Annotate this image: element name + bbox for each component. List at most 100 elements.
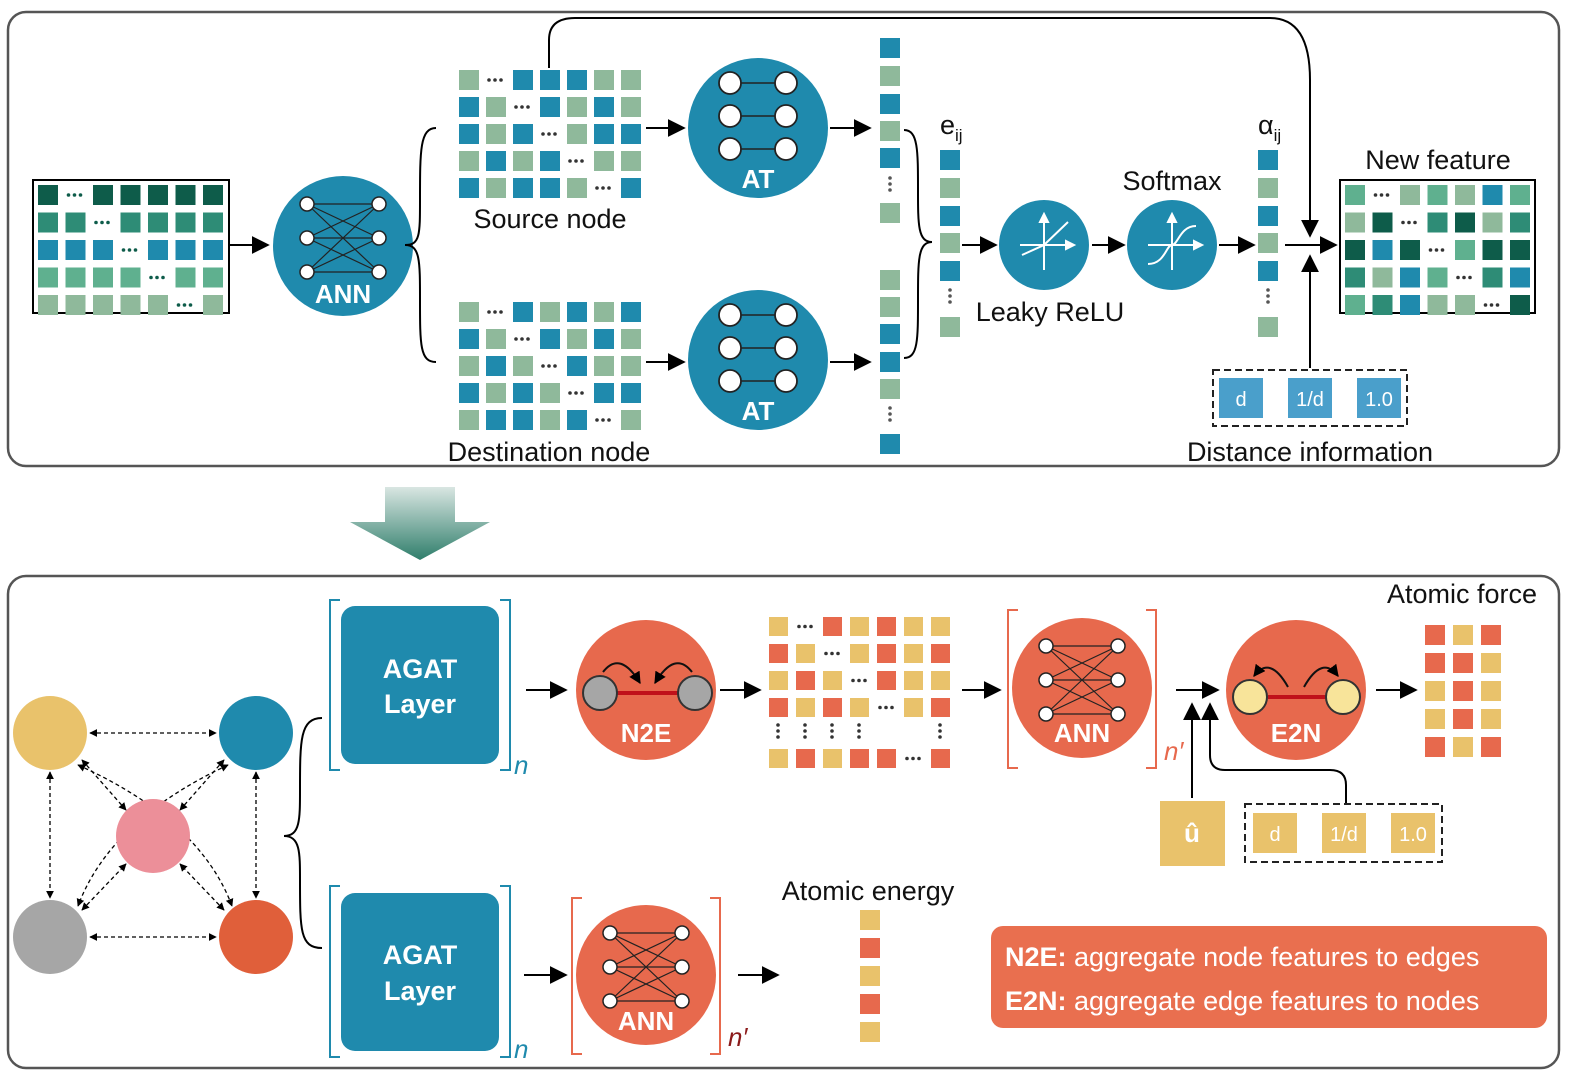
agat-layer-top: AGAT Layer n — [329, 599, 528, 780]
agat-bottom-n: n — [514, 1034, 528, 1064]
graph-node-pink — [116, 799, 190, 873]
net-link — [1045, 645, 1119, 681]
matrix-cell — [823, 749, 842, 768]
matrix-cell — [540, 302, 560, 322]
net-node — [371, 196, 387, 212]
ellipsis-dot — [938, 729, 942, 733]
atomic-energy-vector — [860, 910, 880, 1042]
matrix-cell — [621, 302, 641, 322]
ellipsis-dot — [127, 248, 132, 252]
atomic-force-matrix — [1425, 625, 1501, 757]
softmax-circle — [1127, 200, 1217, 290]
matrix-cell — [567, 178, 587, 198]
bottom-split-brace — [283, 717, 323, 949]
matrix-cell — [621, 178, 641, 198]
new-feature-matrix — [1339, 179, 1536, 315]
vector-cell — [860, 1022, 880, 1042]
distance-cell — [1357, 378, 1401, 418]
matrix-cell — [904, 698, 923, 717]
at-output-vector-bottom — [880, 270, 900, 454]
legend-text-e2n: aggregate edge features to nodes — [1067, 986, 1480, 1016]
matrix-cell — [459, 329, 479, 349]
network-icon — [299, 196, 387, 280]
top-panel — [6, 10, 1561, 468]
vector-cell — [880, 297, 900, 317]
ellipsis-dot — [1413, 220, 1417, 225]
matrix-cell — [65, 267, 86, 288]
ellipsis-dot — [121, 248, 126, 252]
matrix-cell — [1510, 240, 1530, 260]
matrix-cell — [1372, 267, 1393, 288]
at-node — [718, 336, 742, 360]
distance-cell — [1391, 813, 1435, 853]
net-node — [602, 959, 618, 975]
matrix-cell — [65, 212, 86, 233]
ellipsis-dot — [851, 678, 855, 683]
matrix-cell — [486, 329, 506, 349]
top-ann-label: ANN — [315, 279, 371, 309]
vector-cell — [880, 148, 900, 168]
net-node — [602, 993, 618, 1009]
vector-cell — [880, 352, 900, 372]
matrix-cell — [1482, 212, 1503, 233]
matrix-cell — [796, 749, 815, 768]
matrix-cell — [567, 329, 587, 349]
ellipsis-dot — [499, 78, 503, 82]
vector-cell — [1258, 261, 1278, 281]
ellipsis-dot — [948, 300, 952, 304]
ellipsis-dot — [857, 735, 861, 739]
matrix-cell — [38, 212, 58, 233]
distance-cell-label: 1.0 — [1365, 389, 1393, 411]
graph-node-yellow — [13, 696, 87, 770]
matrix-cell — [1482, 267, 1503, 288]
ellipsis-dot — [526, 337, 530, 341]
ellipsis-dot — [182, 303, 187, 307]
matrix-cell — [594, 70, 614, 90]
matrix-cell — [621, 70, 641, 90]
matrix-cell — [93, 185, 113, 205]
matrix-cell — [486, 410, 506, 430]
ellipsis-dot — [830, 735, 834, 739]
ellipsis-dot — [1483, 303, 1488, 307]
matrix-cell — [65, 240, 86, 260]
agat-bottom-line2: Layer — [384, 976, 457, 1006]
matrix-cell — [1481, 625, 1501, 645]
matrix-cell — [486, 356, 506, 376]
ellipsis-dot — [776, 723, 780, 727]
distance-cell — [1322, 813, 1366, 853]
sigmoid-icon — [1147, 211, 1205, 270]
at-node — [774, 336, 798, 360]
ellipsis-dot — [487, 78, 491, 82]
vector-cell — [1258, 150, 1278, 170]
vector-cell — [940, 261, 960, 281]
matrix-cell — [796, 671, 815, 690]
eij-main: e — [940, 110, 955, 140]
vector-cell — [1258, 317, 1278, 337]
graph-node-orange — [219, 900, 293, 974]
matrix-cell — [459, 178, 479, 198]
matrix-cell — [459, 410, 479, 430]
ellipsis-dot — [1379, 193, 1384, 197]
eij-vector — [940, 150, 960, 337]
matrix-cell — [1455, 295, 1475, 315]
ellipsis-dot — [601, 418, 605, 422]
ellipsis-dot — [580, 159, 584, 163]
matrix-cell — [540, 383, 560, 403]
matrix-cell — [1425, 653, 1445, 673]
ellipsis-dot — [803, 729, 807, 733]
matrix-cell — [621, 124, 641, 144]
matrix-cell — [1455, 240, 1475, 260]
distance-info-box — [1212, 369, 1408, 427]
ellipsis-dot — [938, 735, 942, 739]
arrow-distance-bottom — [1201, 702, 1347, 803]
ellipsis-dot — [857, 678, 861, 683]
distance-cell-label: 1/d — [1330, 824, 1358, 846]
ellipsis-dot — [547, 364, 551, 368]
matrix-cell — [621, 97, 641, 117]
destination-node-matrix — [459, 302, 641, 430]
matrix-cell — [904, 671, 923, 690]
net-link — [1045, 645, 1119, 715]
matrix-cell — [1425, 681, 1445, 701]
ann-force-nprime: n′ — [1164, 736, 1184, 766]
matrix-cell — [1425, 625, 1445, 645]
